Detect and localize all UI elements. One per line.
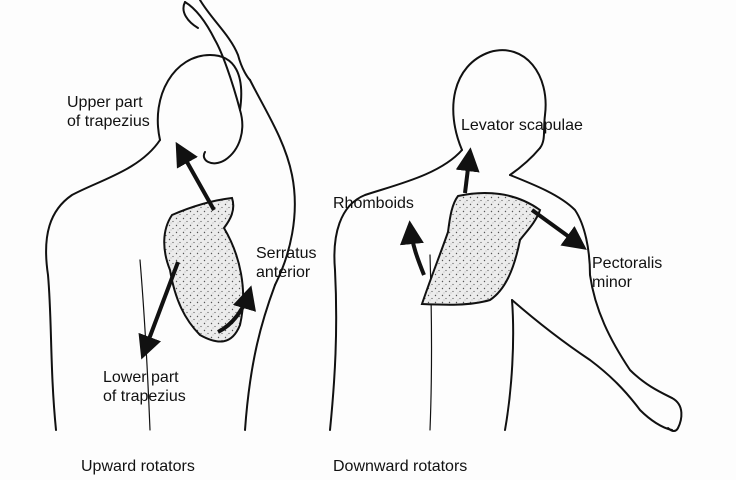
left-arm-outer [184, 1, 241, 111]
upper-trapezius-arrow [175, 141, 216, 211]
label-pectoralis-minor: Pectoralis minor [592, 255, 663, 291]
right-figure-outline [329, 49, 683, 432]
caption-upward-rotators: Upward rotators [81, 458, 195, 475]
label-rhomboids: Rhomboids [333, 195, 414, 212]
right-torso-side [504, 299, 515, 431]
left-axilla [202, 109, 244, 165]
right-back-outline [329, 149, 463, 431]
label-serratus-anterior: Serratus anterior [256, 245, 317, 281]
pectoralis-minor-arrow [530, 208, 587, 250]
left-figure-outline [45, 0, 296, 431]
right-hand [667, 397, 683, 432]
right-arm-outer [509, 174, 673, 399]
left-hand [182, 0, 251, 81]
left-torso-side [244, 284, 276, 431]
left-head-outline [156, 54, 243, 141]
serratus-anterior-arrow [217, 285, 256, 334]
caption-downward-rotators: Downward rotators [333, 458, 468, 475]
label-upper-trapezius: Upper part of trapezius [67, 94, 150, 130]
label-levator-scapulae: Levator scapulae [461, 117, 583, 134]
label-lower-trapezius: Lower part of trapezius [103, 369, 186, 405]
left-back-outline [45, 139, 161, 431]
right-head-outline [452, 49, 547, 151]
right-arm-inner [511, 299, 673, 431]
rhomboids-arrow [399, 220, 426, 276]
left-scapula [163, 196, 245, 343]
right-scapula [420, 191, 542, 306]
lower-trapezius-arrow [138, 261, 180, 360]
left-arm-inner [249, 79, 296, 286]
right-jaw [509, 147, 541, 176]
levator-scapulae-arrow [455, 147, 480, 194]
